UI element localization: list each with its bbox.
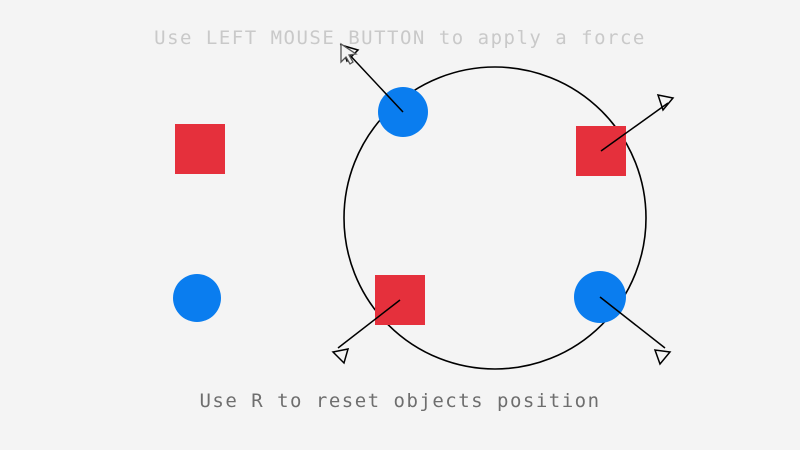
body-box-left[interactable] <box>175 124 225 174</box>
force-vector-box-bottom-center <box>331 299 401 365</box>
force-vector-box-top-right <box>600 94 675 152</box>
boundary-circle <box>343 66 647 370</box>
hint-text-reset-objects: Use R to reset objects position <box>199 390 601 412</box>
mouse-cursor-icon <box>340 42 358 65</box>
body-ball-left[interactable] <box>173 274 221 322</box>
force-vector-ball-bottom-right <box>599 296 672 366</box>
hint-text-apply-force: Use LEFT MOUSE BUTTON to apply a force <box>154 27 646 49</box>
